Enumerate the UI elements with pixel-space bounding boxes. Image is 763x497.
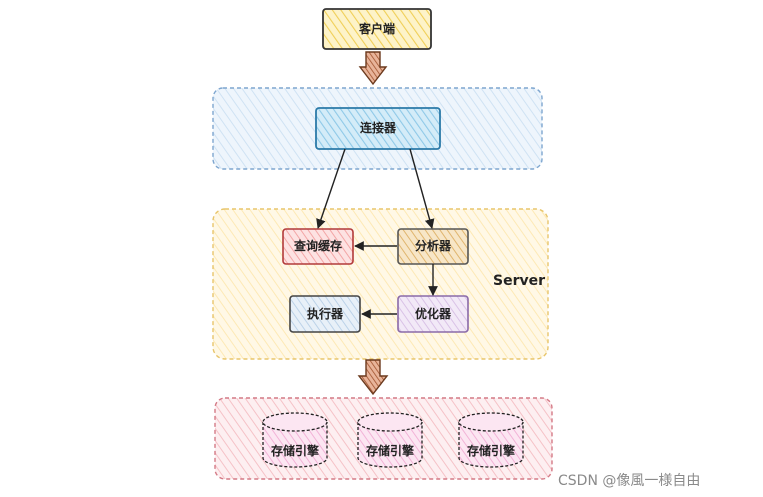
connector-label: 连接器: [360, 120, 397, 135]
analyzer-node: 分析器: [397, 228, 469, 265]
query-cache-node: 查询缓存: [282, 228, 354, 265]
executor-label: 执行器: [307, 306, 344, 321]
storage-engine-2: 存储引擎: [357, 412, 423, 468]
analyzer-label: 分析器: [415, 238, 452, 253]
client-node: 客户端: [322, 8, 432, 50]
connector-node: 连接器: [315, 107, 441, 150]
big-down-arrow-2: [357, 359, 389, 396]
storage-engine-label: 存储引擎: [270, 443, 319, 458]
executor-node: 执行器: [289, 295, 361, 333]
arrow-connector-to-query-cache: [316, 148, 346, 229]
storage-engine-label: 存储引擎: [365, 443, 414, 458]
arrow-connector-to-analyzer: [409, 148, 435, 229]
storage-engine-label: 存储引擎: [466, 443, 515, 458]
storage-engine-1: 存储引擎: [262, 412, 328, 468]
optimizer-label: 优化器: [415, 306, 452, 321]
big-down-arrow-1: [358, 51, 388, 86]
watermark: CSDN @像風一様自由: [558, 473, 700, 489]
server-label: Server: [493, 273, 545, 289]
client-label: 客户端: [358, 21, 395, 36]
storage-engine-3: 存储引擎: [458, 412, 524, 468]
optimizer-node: 优化器: [397, 295, 469, 333]
query-cache-label: 查询缓存: [293, 238, 342, 253]
